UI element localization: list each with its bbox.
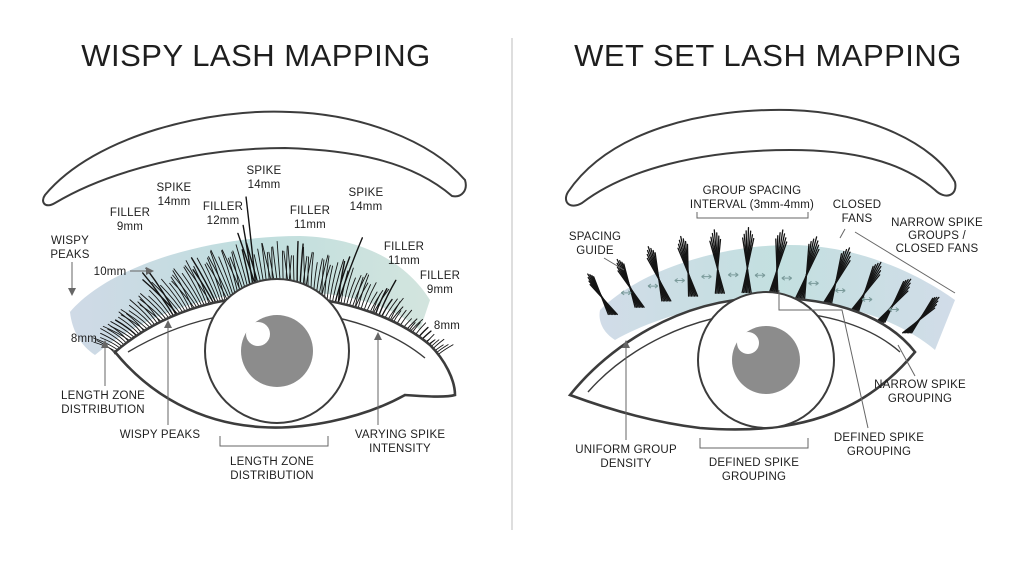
lash-strand (208, 256, 231, 301)
spacing-arrow (727, 272, 739, 278)
spacing-indicators (620, 272, 900, 312)
label-8mm-right: 8mm (434, 320, 460, 332)
lash-strand (677, 247, 699, 297)
lash-strand (206, 262, 228, 301)
arrow-length-zone-left (101, 340, 109, 348)
label-10mm: 10mm (94, 266, 127, 278)
lash-strand (173, 268, 201, 310)
arrow-wispy-peaks-bottom (164, 320, 172, 328)
leader-closed-fans (839, 228, 846, 239)
spacing-arrow (647, 283, 659, 289)
bracket-defined-spike (699, 438, 809, 449)
label-8mm-left: 8mm (71, 333, 97, 345)
lash-strand (830, 253, 843, 306)
arrow-10mm (146, 267, 154, 275)
right-title: WET SET LASH MAPPING (574, 38, 962, 73)
lash-strand (190, 257, 217, 305)
spacing-arrow (701, 274, 712, 280)
left-eye (42, 110, 467, 429)
left-title: WISPY LASH MAPPING (81, 38, 431, 73)
lash-strand (192, 269, 215, 305)
spacing-arrow (808, 280, 819, 286)
lash-strand (183, 266, 206, 308)
left-highlight (246, 322, 270, 346)
right-eye (564, 108, 957, 431)
lash-strand (911, 297, 934, 334)
spacing-arrow (754, 272, 766, 278)
spacing-arrow (888, 307, 900, 312)
spacing-arrow (781, 275, 793, 281)
lash-strand (803, 243, 810, 299)
leader-defined-spike-right (778, 290, 869, 429)
lash-strand (857, 265, 874, 314)
lash-strand (184, 265, 213, 306)
right-lashes (587, 227, 940, 334)
lash-strand (709, 240, 726, 294)
arrow-wispy-peaks-top (68, 288, 76, 296)
lash-strand (193, 265, 210, 306)
left-lash-zone-tint (70, 236, 430, 355)
lash-strand (207, 257, 224, 302)
label-wispy-peaks-bottom: WISPY PEAKS (120, 429, 201, 441)
leader-spacing-guide (603, 257, 625, 271)
left-eyebrow (42, 110, 467, 207)
lash-strand (196, 257, 219, 304)
arrow-varying-spike (374, 332, 382, 340)
lash-strand (775, 238, 779, 295)
leader-narrow-spike-grouping (897, 344, 916, 377)
spacing-arrow (674, 278, 685, 283)
spacing-arrow (835, 288, 846, 293)
bracket-length-zone (219, 436, 329, 447)
spacing-arrow (620, 290, 632, 296)
lash-strand (204, 263, 222, 303)
lash-strand (617, 270, 645, 308)
lash-strand (589, 283, 618, 316)
arrow-uniform-group-density (622, 340, 630, 348)
lash-strand (741, 237, 752, 294)
lash-strand (884, 280, 905, 323)
leader-narrow-spike-groups (854, 231, 956, 294)
right-highlight (737, 332, 759, 354)
lash-strand (646, 257, 672, 302)
bracket-group-spacing (696, 212, 809, 219)
right-eyebrow (564, 108, 957, 207)
spacing-arrow (861, 297, 873, 302)
